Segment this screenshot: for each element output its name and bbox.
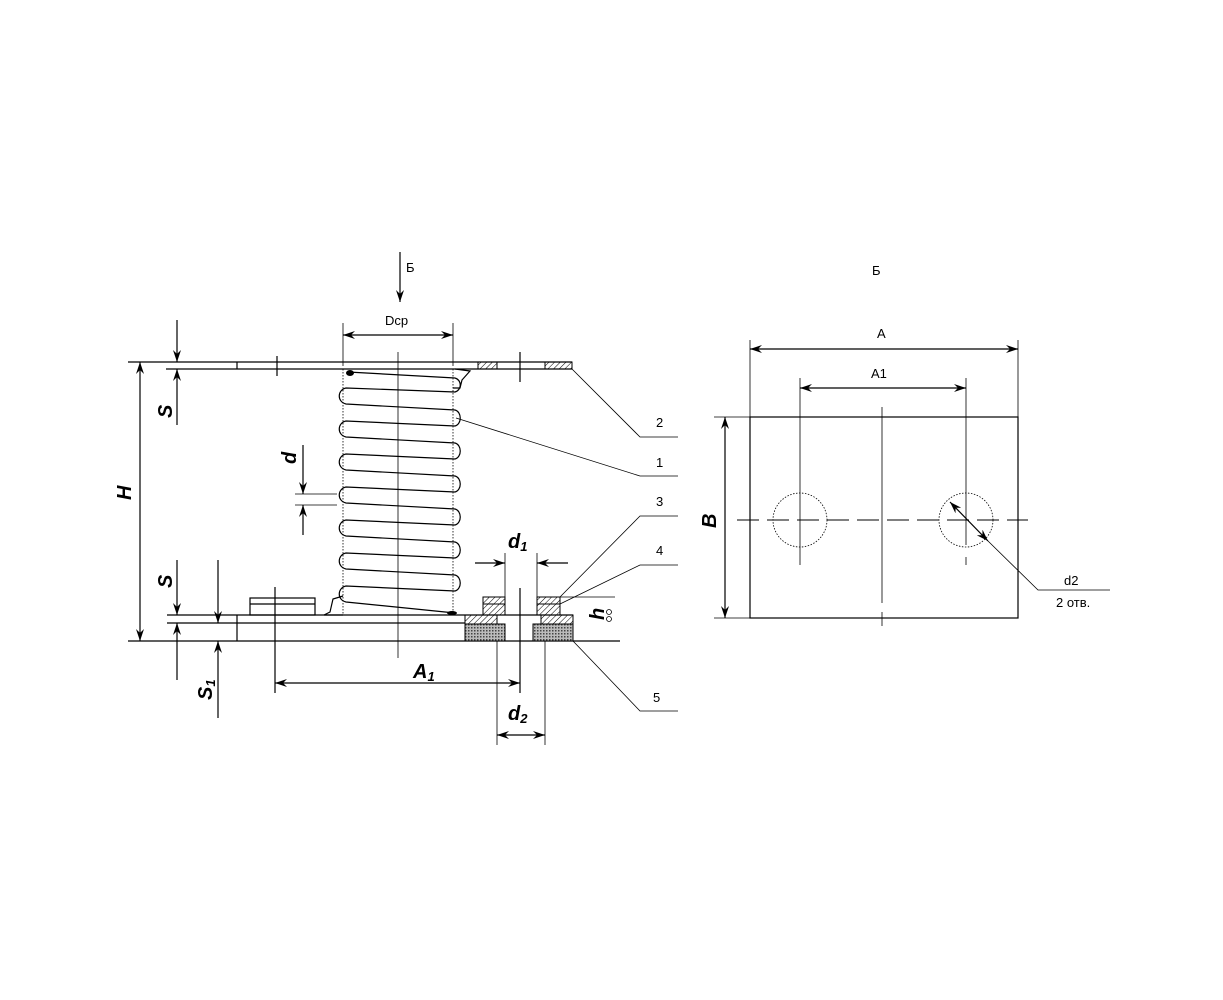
hole-right: [938, 492, 994, 548]
callout-2: 2: [656, 415, 663, 430]
dim-pad-height: h: [560, 596, 615, 642]
hole-left: [772, 492, 828, 548]
callout-leaders: 2 1 3 4 5: [455, 368, 678, 712]
a1-label: A: [412, 661, 427, 683]
centerlines: [737, 407, 1028, 626]
dim-length: A: [749, 326, 1019, 417]
dim-bottom-plate-thickness: S: [155, 560, 181, 680]
h-label: H: [114, 485, 136, 500]
h-pad-label: h: [587, 608, 609, 620]
dim-washer-hole: d1: [475, 531, 568, 597]
view-arrow: Б: [396, 252, 415, 302]
spring: [323, 352, 472, 658]
s-bottom-label: S: [155, 574, 177, 588]
washers-and-pad: [464, 596, 574, 642]
callout-5: 5: [653, 690, 660, 705]
side-view: Б Dcp: [114, 252, 678, 745]
dim-pad-hole: d2: [496, 641, 546, 745]
dim-base-thickness: S1: [195, 560, 222, 718]
hole-leader: d2 2 отв.: [949, 501, 1110, 610]
d1-label: d: [508, 531, 521, 553]
b-label: B: [699, 514, 721, 528]
top-plate: [128, 352, 573, 382]
s1-subscript: 1: [203, 679, 218, 686]
s1-label: S: [195, 686, 217, 700]
dim-top-plate-thickness: S: [155, 320, 181, 425]
a-label: A: [877, 326, 886, 341]
dim-hole-spacing-plan: A1: [799, 366, 967, 565]
plate-outline: [749, 416, 1019, 619]
plan-view-title: Б: [872, 263, 881, 278]
dim-width: B: [699, 417, 729, 618]
dim-height: H: [114, 362, 144, 641]
a1-plan-label: A1: [871, 366, 887, 381]
d-label: d: [279, 451, 301, 464]
plan-view: Б A A1 B d2: [699, 263, 1110, 626]
s-top-label: S: [155, 404, 177, 418]
svg-text:S1: S1: [195, 679, 218, 700]
dim-mean-diameter: Dcp: [342, 313, 454, 366]
hole-count-label: 2 отв.: [1056, 595, 1090, 610]
d2-subscript: 2: [519, 711, 528, 726]
dim-hole-spacing: A1: [275, 661, 520, 687]
dim-wire-diameter: d: [279, 445, 337, 535]
view-arrow-label: Б: [406, 260, 415, 275]
callout-4: 4: [656, 543, 663, 558]
dcp-label: Dcp: [385, 313, 408, 328]
a1-subscript: 1: [427, 669, 434, 684]
callout-1: 1: [656, 455, 663, 470]
d1-subscript: 1: [520, 539, 527, 554]
svg-text:d2: d2: [508, 703, 528, 726]
svg-text:d1: d1: [508, 531, 527, 554]
hole-diameter-label: d2: [1064, 573, 1078, 588]
callout-3: 3: [656, 494, 663, 509]
svg-text:A1: A1: [412, 661, 435, 684]
d2-label: d: [508, 703, 521, 725]
